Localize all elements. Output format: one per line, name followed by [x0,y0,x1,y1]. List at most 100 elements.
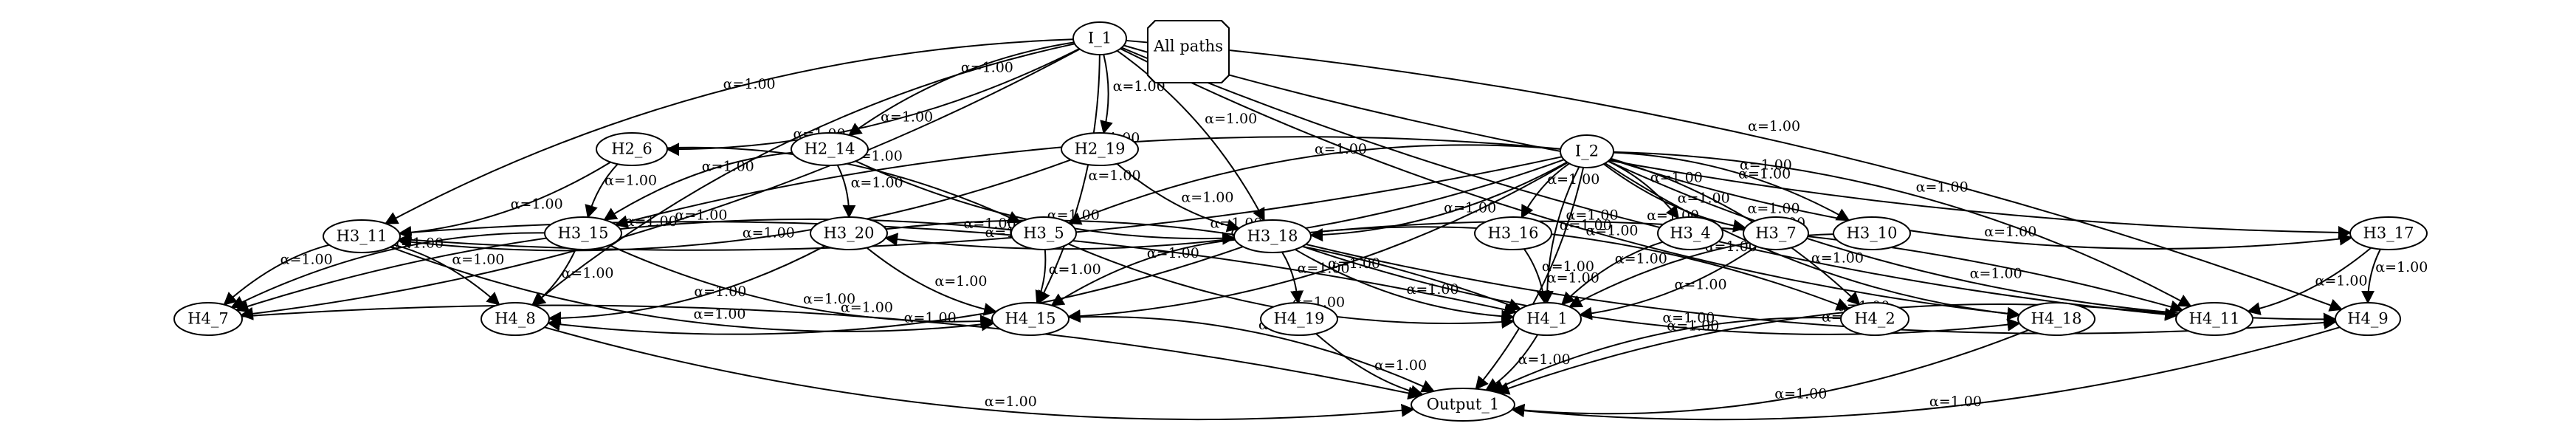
node-h4-1: H4_1 [1512,302,1582,336]
node-label: H4_1 [1526,310,1568,328]
edge-weight-label: α=1.00 [625,213,678,230]
edge-line [886,219,1522,312]
node-label: H2_19 [1075,140,1126,158]
edge-weight-label: α=1.00 [1811,250,1864,266]
edge-i-2-to-h4-11: α=1.00 [1613,151,2192,307]
node-ellipse [1260,302,1338,336]
edge-weight-label: α=1.00 [391,235,444,251]
node-label: H3_10 [1847,224,1898,242]
edge-h3-11-to-h4-7: α=1.00 [223,244,333,306]
edge-weight-label: α=1.00 [702,159,754,175]
edge-line [546,246,1244,335]
edge-line [398,161,611,239]
node-label: H3_4 [1670,224,1711,242]
node-ellipse [1411,388,1515,422]
node-ellipse [791,132,869,166]
edge-i-1-to-h2-6: α=1.00 [666,48,1080,157]
edge-h3-15-to-h4-7: α=1.00 [230,232,545,309]
edge-weight-label: α=1.00 [1542,258,1594,275]
edge-weight-label: α=1.00 [881,109,933,126]
edge-line [1035,249,1048,304]
edge-weight-label: α=1.00 [743,225,795,241]
node-h3-17: H3_17 [2349,216,2428,250]
edge-line [1050,238,1236,306]
edge-weight-label: α=1.00 [605,173,657,189]
edge-weight-label: α=1.00 [1774,386,1827,402]
node-ellipse [1010,216,1077,250]
node-i-2: I_2 [1560,134,1614,168]
node-h3-11: H3_11 [323,219,401,253]
edge-weight-label: α=1.00 [723,76,776,92]
edge-line [603,151,793,221]
edge-h3-18-to-h4-2: α=1.00 [1309,222,1850,311]
edge-h4-15-to-output-1: α=1.00 [1068,316,1436,393]
edge-h2-14-to-h3-20: α=1.00 [836,165,903,219]
edge-h4-9-to-output-1: α=1.00 [1511,326,2341,421]
edge-line [384,38,1074,224]
edge-weight-label: α=1.00 [964,216,1016,232]
edge-i-2-to-h4-18: α=1.00 [1605,162,2021,320]
edge-line [1302,245,2021,335]
edge-h3-15-to-h4-8: α=1.00 [531,249,614,306]
edge-line [1490,317,1842,392]
edge-weight-label: α=1.00 [694,284,746,300]
node-label: H4_19 [1274,310,1325,328]
edge-i-1-to-h4-9: α=1.00 [1126,39,2343,312]
node-label: H3_16 [1488,224,1539,242]
edge-line [1560,241,1664,306]
node-ellipse [2349,216,2428,250]
node-ellipse [2335,302,2401,336]
edge-line [1309,161,1568,242]
edge-line [1511,326,2341,421]
edge-weight-label: α=1.00 [1089,168,1141,184]
edge-line [1475,167,1585,391]
node-label: H3_5 [1023,224,1064,242]
edge-line [1611,157,1861,306]
edge-line [1603,163,1747,233]
node-ellipse [1233,219,1312,253]
edge-weight-label: α=1.00 [2375,259,2428,275]
edge-weight-label: α=1.00 [1650,169,1703,185]
edge-line [548,245,825,326]
edge-i-1-to-h4-7: α=1.00 [239,48,1081,320]
edge-h4-18-to-output-1: α=1.00 [1511,329,2029,417]
edge-weight-label: α=1.00 [1585,222,1638,238]
edge-weight-label: α=1.00 [1315,141,1367,157]
node-h3-20: H3_20 [810,216,888,250]
edge-i-2-to-h3-17: α=1.00 [1610,158,2353,250]
all-paths-legend: All paths [1147,20,1230,83]
edge-line [1100,54,1113,134]
node-h3-18: H3_18 [1233,219,1312,253]
edge-h3-5-to-h4-15: α=1.00 [1035,249,1101,304]
edge-weight-label: α=1.00 [1929,394,1982,410]
edge-weight-label: α=1.00 [1675,277,1727,293]
edge-i-1-to-h3-18: α=1.00 [1116,49,1265,222]
node-h3-5: H3_5 [1010,216,1077,250]
node-ellipse [596,132,668,166]
node-h4-9: H4_9 [2335,302,2401,336]
edge-weight-label: α=1.00 [1615,250,1667,267]
node-h3-16: H3_16 [1474,216,1552,250]
node-ellipse [1840,302,1909,336]
edge-weight-label: α=1.00 [1205,111,1257,127]
edge-line [531,249,576,306]
edge-line [1068,316,1436,393]
edge-line [1116,49,1265,222]
node-h3-7: H3_7 [1743,216,1809,250]
edge-h3-4-to-h4-1: α=1.00 [1560,241,1667,306]
edge-i-2-to-h3-5: α=1.00 [1067,141,1561,225]
node-label: H3_18 [1247,227,1298,245]
node-output-1: Output_1 [1411,388,1515,422]
node-h2-6: H2_6 [596,132,668,166]
node-label: H4_2 [1854,310,1895,328]
edge-line [223,244,330,306]
edge-weight-label: α=1.00 [841,299,893,315]
node-label: H3_17 [2363,224,2414,242]
node-h4-11: H4_11 [2175,302,2253,336]
edge-weight-label: α=1.00 [1916,179,1969,195]
edge-line [1309,226,1850,311]
node-ellipse [2175,302,2253,336]
edge-line [666,48,1080,157]
node-ellipse [1833,216,1911,250]
edge-h2-6-to-h3-15: α=1.00 [585,163,657,219]
